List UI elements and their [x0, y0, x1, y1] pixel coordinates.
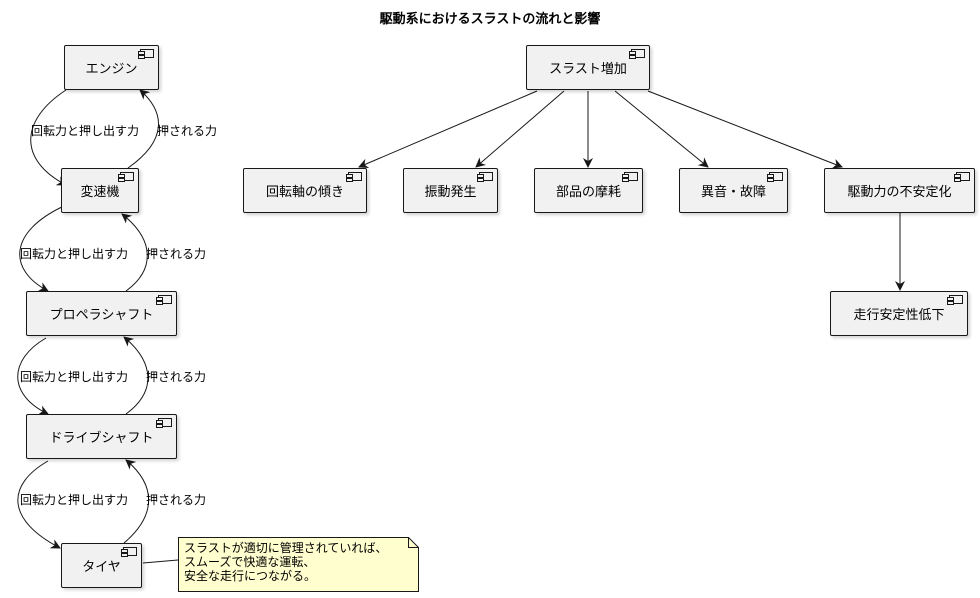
edge-label-power: 回転力と押し出す力 [20, 247, 129, 261]
edge-thrust-to-tilt [358, 90, 538, 169]
edge-propeller-to-drive [17, 337, 49, 415]
edge-thrust-to-noise [614, 90, 709, 168]
note-line: 安全な走行につながる。 [184, 569, 317, 583]
component-icon [767, 172, 783, 182]
component-label: 異音・故障 [700, 185, 766, 200]
note-connector [142, 559, 179, 564]
component-engine[interactable]: エンジン [64, 45, 159, 90]
edge-label-power: 回転力と押し出す力 [20, 493, 129, 507]
component-label: 回転軸の傾き [265, 185, 344, 200]
edge-label-power: 回転力と押し出す力 [20, 370, 129, 384]
edge-label-reaction: 押される力 [157, 124, 218, 138]
edge-label-reaction: 押される力 [146, 370, 207, 384]
edge-engine-to-transmission [30, 89, 67, 186]
component-icon [138, 49, 154, 59]
component-icon [346, 172, 362, 182]
component-icon [121, 547, 137, 557]
component-icon [118, 172, 134, 182]
edge-transmission-to-engine [127, 89, 159, 169]
edge-transmission-to-propeller [19, 205, 65, 292]
component-label: 振動発生 [424, 185, 477, 200]
edge-drive-to-propeller [123, 336, 149, 415]
note-line: スラストが適切に管理されていれば、 [184, 541, 388, 555]
component-icon [954, 172, 970, 182]
edge-propeller-to-transmission [121, 213, 148, 292]
component-stability-drop[interactable]: 走行安定性低下 [830, 291, 968, 336]
component-label: 変速機 [80, 185, 120, 200]
edge-thrust-to-vibration [475, 90, 565, 168]
diagram-title: 駆動系におけるスラストの流れと影響 [379, 12, 601, 27]
component-label: 部品の摩耗 [555, 185, 621, 200]
component-icon [477, 172, 493, 182]
component-propeller-shaft[interactable]: プロペラシャフト [26, 291, 177, 336]
component-label: 走行安定性低下 [853, 308, 945, 323]
component-icon [947, 295, 963, 305]
edge-label-power: 回転力と押し出す力 [31, 124, 140, 138]
component-icon [629, 49, 645, 59]
component-shaft-tilt[interactable]: 回転軸の傾き [243, 168, 367, 213]
component-transmission[interactable]: 変速機 [61, 168, 139, 213]
component-label: ドライブシャフト [49, 431, 154, 446]
component-icon [156, 418, 172, 428]
note-text: スラストが適切に管理されていれば、 スムーズで快適な運転、 安全な走行につながる… [184, 541, 387, 583]
component-wear[interactable]: 部品の摩耗 [534, 168, 643, 213]
edge-label-reaction: 押される力 [146, 247, 207, 261]
note-shape [178, 537, 419, 592]
component-icon [622, 172, 638, 182]
component-tire[interactable]: タイヤ [61, 543, 142, 588]
component-drive-instability[interactable]: 駆動力の不安定化 [824, 168, 975, 213]
component-label: タイヤ [82, 560, 121, 575]
component-label: プロペラシャフト [49, 308, 154, 323]
note-line: スムーズで快適な運転、 [184, 555, 316, 569]
component-label: エンジン [85, 62, 138, 77]
component-thrust-increase[interactable]: スラスト増加 [526, 45, 650, 90]
component-label: スラスト増加 [549, 62, 627, 77]
component-drive-shaft[interactable]: ドライブシャフト [26, 414, 177, 459]
component-vibration[interactable]: 振動発生 [403, 168, 498, 213]
edge-label-reaction: 押される力 [146, 493, 207, 507]
edge-tire-to-drive [123, 459, 149, 544]
component-label: 駆動力の不安定化 [847, 185, 952, 200]
edge-thrust-to-instability [647, 90, 843, 169]
component-icon [156, 295, 172, 305]
note-box: スラストが適切に管理されていれば、 スムーズで快適な運転、 安全な走行につながる… [178, 537, 419, 592]
component-noise-failure[interactable]: 異音・故障 [679, 168, 788, 213]
edge-drive-to-tire [17, 460, 61, 549]
